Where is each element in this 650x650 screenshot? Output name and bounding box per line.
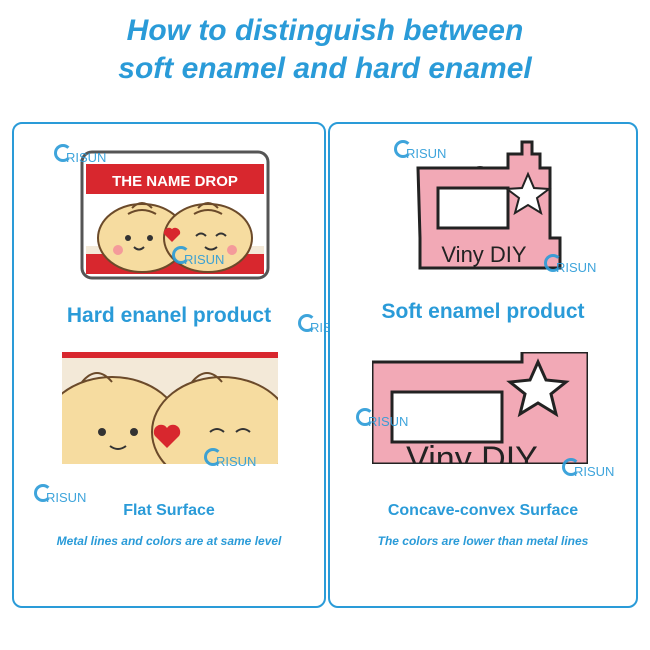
page-title: How to distinguish between soft enamel a… (0, 12, 650, 88)
watermark-text: RISUN (368, 414, 409, 429)
soft-enamel-pin-image: Viny DIY (416, 140, 562, 270)
watermark-risun: RISUN (394, 139, 447, 161)
watermark-risun: RISUN (204, 447, 257, 469)
title-line-2: soft enamel and hard enamel (118, 52, 532, 85)
risun-logo-icon (356, 407, 374, 426)
watermark-risun: RISUN (356, 407, 409, 429)
hard-enamel-product-label: Hard enanel product (66, 304, 272, 327)
risun-logo-icon (204, 447, 222, 466)
flat-surface-label: Flat Surface (123, 502, 215, 519)
risun-logo-icon (172, 245, 190, 264)
soft-enamel-panel: Viny DIY RISUN RISUN Soft enamel product… (328, 122, 638, 608)
risun-logo-icon (54, 143, 72, 162)
watermark-risun: RISUN (54, 143, 107, 165)
risun-logo-icon (34, 483, 52, 502)
soft-enamel-product-label: Soft enamel product (381, 300, 585, 323)
concave-convex-surface-desc: The colors are lower than metal lines (377, 534, 589, 548)
watermark-risun: RISUN (172, 245, 225, 267)
hard-enamel-closeup-image (62, 352, 278, 464)
watermark-text: RISUN (46, 490, 87, 505)
concave-convex-surface-label: Concave-convex Surface (387, 502, 579, 519)
risun-logo-icon (298, 313, 316, 332)
risun-logo-icon (394, 139, 412, 158)
watermark-text: RISUN (574, 464, 615, 479)
pin-header-text: THE NAME DROP (112, 173, 238, 190)
risun-logo-icon (562, 457, 580, 476)
soft-enamel-closeup-image: Viny DIY (372, 352, 588, 464)
watermark-risun: RISUN (34, 483, 87, 505)
watermark-risun: RISUN (544, 253, 597, 275)
pin-viny-text: Viny DIY (441, 242, 527, 267)
watermark-text: RISUN (216, 454, 257, 469)
watermark-text: RISUN (66, 150, 107, 165)
watermark-risun: RISUN (562, 457, 615, 479)
closeup-viny-text: Viny DIY (406, 440, 538, 464)
risun-logo-icon (544, 253, 562, 272)
watermark-text: RISUN (184, 252, 225, 267)
hard-enamel-panel: THE NAME DROP RISUN RISUN Hard enanel pr… (12, 122, 326, 608)
watermark-text: RISUN (406, 146, 447, 161)
watermark-text: RISUN (556, 260, 597, 275)
title-line-1: How to distinguish between (126, 14, 524, 47)
flat-surface-desc: Metal lines and colors are at same level (56, 534, 282, 548)
